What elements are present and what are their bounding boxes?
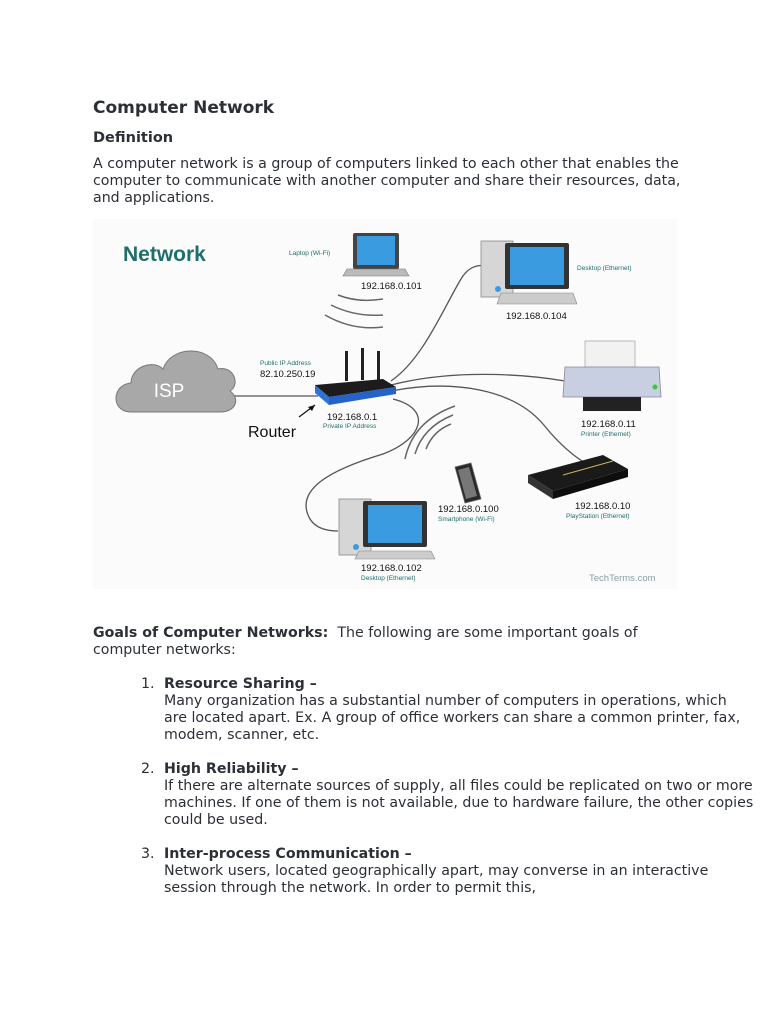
list-number: 2. (141, 761, 155, 777)
page-title: Computer Network (93, 98, 275, 118)
network-diagram: Network ISP Public IP Address 82.10.250.… (93, 219, 677, 589)
list-item-text: If there are alternate sources of supply… (164, 778, 754, 828)
list-item-title: Resource Sharing – (164, 676, 317, 692)
printer-label: Printer (Ethernet) (581, 431, 631, 438)
document-header: Computer Network Definition A computer n… (93, 97, 683, 207)
desktop-bottom-ip: 192.168.0.102 (361, 563, 422, 574)
playstation-label: PlayStation (Ethernet) (566, 513, 630, 520)
router-label: Router (248, 424, 297, 441)
public-ip-label: Public IP Address (260, 360, 312, 367)
list-item-text: Many organization has a substantial numb… (164, 693, 741, 743)
laptop-label: Laptop (Wi-Fi) (289, 250, 330, 257)
isp-label: ISP (154, 381, 185, 402)
list-number: 1. (141, 676, 155, 692)
figure-credit: TechTerms.com (589, 573, 656, 584)
goals-heading: Goals of Computer Networks: (93, 625, 329, 641)
figure-heading: Network (123, 243, 206, 266)
router-icon (315, 348, 396, 405)
list-item-text: Network users, located geographically ap… (164, 863, 709, 896)
isp-cloud-icon: ISP (115, 350, 237, 413)
printer-icon (562, 340, 662, 411)
smartphone-ip: 192.168.0.100 (438, 504, 499, 515)
goals-list: 1. Resource Sharing – Many organization … (93, 676, 754, 914)
private-ip-label: Private IP Address (323, 423, 377, 430)
playstation-icon (528, 455, 628, 499)
printer-ip: 192.168.0.11 (581, 419, 636, 430)
public-ip: 82.10.250.19 (260, 369, 315, 380)
list-item: 1. Resource Sharing – Many organization … (141, 676, 754, 744)
laptop-ip: 192.168.0.101 (361, 281, 422, 292)
list-number: 3. (141, 846, 155, 862)
private-ip: 192.168.0.1 (327, 412, 377, 423)
desktop-top-icon (480, 240, 578, 305)
list-item-title: Inter-process Communication – (164, 846, 412, 862)
goals-intro-text: The following are some important goals o… (93, 625, 638, 658)
smartphone-label: Smartphone (Wi-Fi) (438, 516, 495, 523)
definition-heading: Definition (93, 130, 174, 146)
network-cables (230, 264, 599, 532)
desktop-top-ip: 192.168.0.104 (506, 311, 567, 322)
playstation-ip: 192.168.0.10 (575, 501, 630, 512)
definition-text: A computer network is a group of compute… (93, 156, 681, 206)
wifi-waves-laptop (324, 294, 384, 329)
desktop-bottom-icon (338, 498, 436, 560)
list-item: 3. Inter-process Communication – Network… (141, 846, 754, 897)
wifi-waves-phone (404, 405, 456, 460)
goals-intro: Goals of Computer Networks: The followin… (93, 625, 683, 659)
list-item: 2. High Reliability – If there are alter… (141, 761, 754, 829)
smartphone-icon (454, 462, 482, 504)
desktop-bottom-label: Desktop (Ethernet) (361, 575, 416, 582)
desktop-top-label: Desktop (Ethernet) (577, 265, 632, 272)
list-item-title: High Reliability – (164, 761, 299, 777)
laptop-icon (342, 233, 410, 277)
